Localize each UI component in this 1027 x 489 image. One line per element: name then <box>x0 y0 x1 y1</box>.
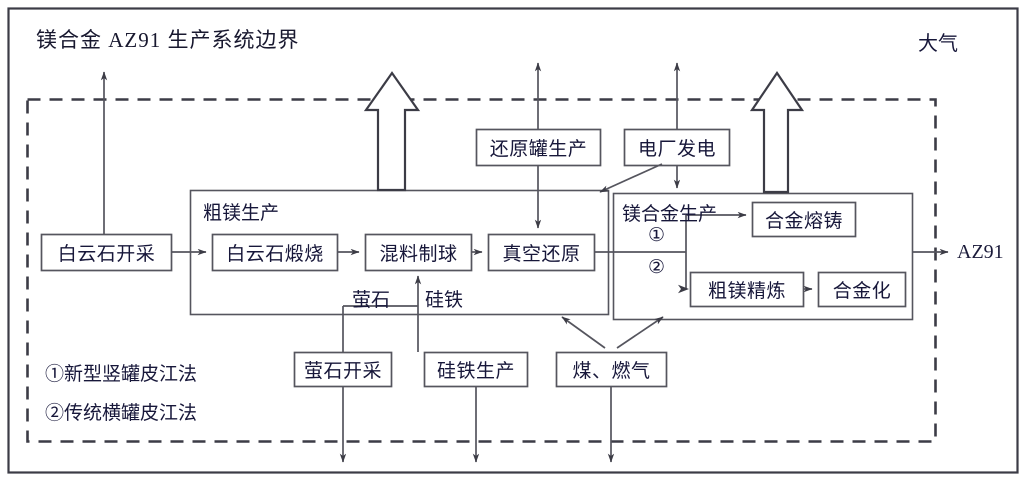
node-box-crude-mg-refining <box>689 271 805 308</box>
atmosphere-label: 大气 <box>918 33 958 55</box>
node-box-mix-pelletizing <box>364 233 473 272</box>
node-label-mix-pelletizing[interactable]: 混料制球 <box>379 244 458 265</box>
node-label-vacuum-reduction[interactable]: 真空还原 <box>502 244 581 265</box>
system-boundary-dashed <box>26 98 937 443</box>
node-box-coal-gas <box>555 351 668 388</box>
group-box-mg-alloy <box>612 192 914 321</box>
node-label-coal-gas[interactable]: 煤、燃气 <box>572 361 651 382</box>
node-label-alloying[interactable]: 合金化 <box>832 281 892 302</box>
legend-item-1: ①新型竖罐皮江法 <box>45 364 198 385</box>
node-label-crude-mg-refining[interactable]: 粗镁精炼 <box>707 281 786 302</box>
node-box-alloy-melt-cast <box>751 201 857 238</box>
flow-label-fluorite: 萤石 <box>352 290 391 311</box>
hollow-arrow-mg-alloy-emission <box>749 71 805 194</box>
node-box-vacuum-reduction <box>487 233 596 272</box>
edge-coalgas-to-mg-alloy <box>616 316 664 349</box>
output-label-az91: AZ91 <box>957 241 1004 263</box>
flow-label-ferrosilicon: 硅铁 <box>425 290 464 311</box>
node-label-retort-production[interactable]: 还原罐生产 <box>489 139 588 160</box>
edge-coalgas-to-crude-mg <box>561 316 606 349</box>
hollow-arrow-crude-mg-emission <box>363 71 421 192</box>
node-label-dolomite-calcining[interactable]: 白云石煅烧 <box>226 244 324 265</box>
node-box-fluorite-mining <box>293 351 393 388</box>
edge-power-to-crude-mg <box>599 163 663 193</box>
atmosphere-frame <box>7 7 1019 474</box>
node-box-alloying <box>817 271 907 308</box>
edge-branch2-arrowhead <box>678 284 689 294</box>
branch-marker-2: ② <box>648 257 666 278</box>
page-title: 镁合金 AZ91 生产系统边界 <box>36 28 300 52</box>
branch-marker-1: ① <box>648 225 666 246</box>
node-label-fluorite-mining[interactable]: 萤石开采 <box>303 361 382 382</box>
node-label-ferrosilicon-prod[interactable]: 硅铁生产 <box>436 361 515 382</box>
node-box-dolomite-mining <box>40 233 173 272</box>
group-label-crude-mg: 粗镁生产 <box>203 203 280 224</box>
legend-item-2: ②传统横罐皮江法 <box>45 403 198 424</box>
node-label-dolomite-mining[interactable]: 白云石开采 <box>57 244 156 265</box>
group-label-mg-alloy: 镁合金生产 <box>622 204 718 225</box>
node-label-power-generation[interactable]: 电厂发电 <box>637 139 716 160</box>
node-label-alloy-melt-cast[interactable]: 合金熔铸 <box>764 211 843 232</box>
